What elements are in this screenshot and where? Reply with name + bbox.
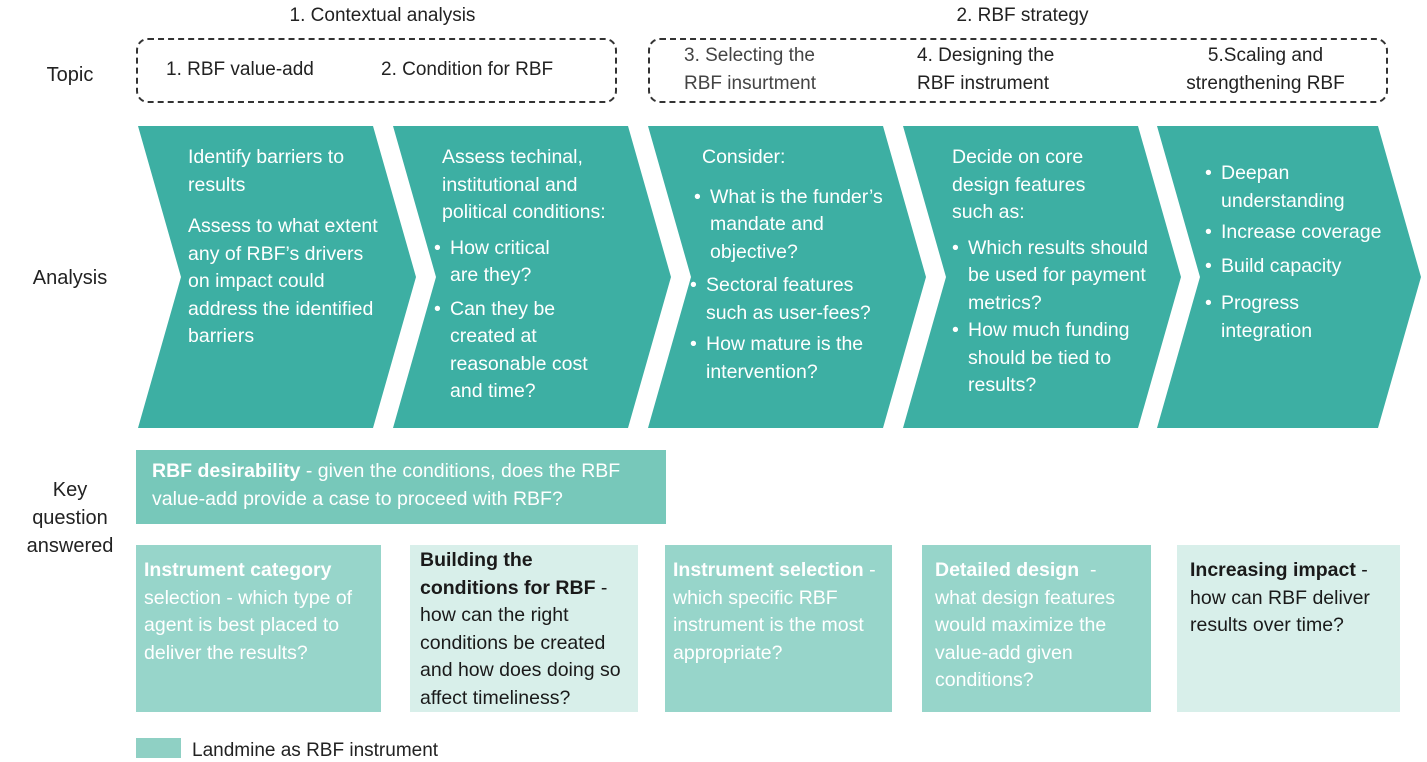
legend-label: Landmine as RBF instrument <box>192 740 439 761</box>
question-increasing-impact: Increasing impact - how can RBF deliver … <box>1177 545 1400 712</box>
topic-group-strategy <box>648 38 1388 103</box>
topic-scaling-rbf: 5.Scaling and strengthening RBF <box>1168 42 1363 98</box>
analysis-2-assess: Assess techinal, institutional and polit… <box>442 146 606 223</box>
analysis-step-4: Decide on core design features such as: … <box>903 126 1181 428</box>
analysis-step-5: Deepan understanding Increase coverage B… <box>1157 126 1421 428</box>
question-instrument-selection: Instrument selection - which specific RB… <box>665 545 892 712</box>
topic-scaling-line1: 5.Scaling and <box>1207 45 1324 66</box>
question-2-bold: Building the conditions for RBF <box>420 549 596 599</box>
analysis-2-bullet-2: Can they be created at reasonable cost a… <box>434 296 620 406</box>
question-3-bold: Instrument selection <box>673 559 864 581</box>
row-label-key-question-line1: Key <box>52 479 88 501</box>
row-label-topic: Topic <box>46 64 94 86</box>
row-label-analysis: Analysis <box>32 267 108 289</box>
question-desirability-bold: RBF desirability <box>152 460 301 482</box>
analysis-3-bullet-3: How mature is the intervention? <box>690 331 891 386</box>
analysis-step-2: Assess techinal, institutional and polit… <box>393 126 671 428</box>
chevron-shape-1 <box>138 126 416 428</box>
question-4-bold: Detailed design <box>935 559 1080 581</box>
topic-designing-line1: 4. Designing the <box>917 45 1055 66</box>
question-3-text: - which specific RBF instrument is the m… <box>673 559 876 664</box>
topic-selecting-line2: RBF insurtment <box>684 73 816 94</box>
question-desirability-text: - given the conditions, does the RBF val… <box>152 460 621 510</box>
question-rbf-desirability: RBF desirability - given the conditions,… <box>136 450 666 524</box>
question-1-bold: Instrument category <box>144 559 332 581</box>
analysis-3-bullet-2: Sectoral features such as user-fees? <box>690 272 896 327</box>
question-1-text: selection - which type of agent is best … <box>144 586 353 664</box>
question-building-conditions: Building the conditions for RBF - how ca… <box>410 545 638 712</box>
analysis-5-bullet-4: Progress integration <box>1205 290 1341 345</box>
question-2-text: - how can the right conditions be create… <box>420 576 621 709</box>
question-instrument-category: Instrument category selection - which ty… <box>136 545 381 712</box>
analysis-3-bullet-1: What is the funder’s mandate and objecti… <box>694 184 890 267</box>
analysis-1-barriers: Identify barriers to results <box>188 146 345 196</box>
topic-scaling-line2: strengthening RBF <box>1186 73 1345 94</box>
question-5-text: - how can RBF deliver results over time? <box>1190 559 1370 636</box>
topic-designing-line2: RBF instrument <box>917 73 1049 94</box>
topic-selecting-line1: 3. Selecting the <box>684 45 815 66</box>
analysis-4-decide: Decide on core design features such as: <box>952 146 1086 223</box>
stage-title-strategy: 2. RBF strategy <box>956 5 1089 26</box>
topic-rbf-value-add: 1. RBF value-add <box>166 59 314 80</box>
analysis-4-bullet-1: Which results should be used for payment… <box>952 235 1158 318</box>
topic-group-contextual <box>136 38 617 103</box>
row-label-key-question-line3: answered <box>26 535 114 557</box>
row-label-key-question-line2: question <box>32 507 108 529</box>
analysis-5-bullet-1: Deepan understanding <box>1205 160 1371 215</box>
question-4-text: - what design features would maximize th… <box>935 559 1121 691</box>
topic-selecting-instrument: 3. Selecting the RBF insurtment <box>684 42 816 98</box>
analysis-5-bullet-2: Increase coverage <box>1205 219 1420 247</box>
question-detailed-design: Detailed design - what design features w… <box>922 545 1151 712</box>
analysis-4-bullet-2: How much funding should be tied to resul… <box>952 317 1168 400</box>
legend-swatch <box>136 738 181 758</box>
analysis-5-bullet-3: Build capacity <box>1205 253 1420 281</box>
analysis-3-consider: Consider: <box>702 146 786 168</box>
analysis-2-bullet-1: How critical are they? <box>434 235 580 290</box>
topic-designing-instrument: 4. Designing the RBF instrument <box>917 42 1054 98</box>
stage-title-contextual: 1. Contextual analysis <box>289 5 476 26</box>
analysis-step-1: Identify barriers to results Assess to w… <box>138 126 416 428</box>
topic-condition-for-rbf: 2. Condition for RBF <box>381 59 554 80</box>
analysis-1-assess: Assess to what extent any of RBF’s drive… <box>188 215 378 347</box>
question-5-bold: Increasing impact <box>1190 559 1356 581</box>
row-label-key-question: Key question answered <box>20 476 120 560</box>
analysis-step-3: Consider: What is the funder’s mandate a… <box>648 126 926 428</box>
